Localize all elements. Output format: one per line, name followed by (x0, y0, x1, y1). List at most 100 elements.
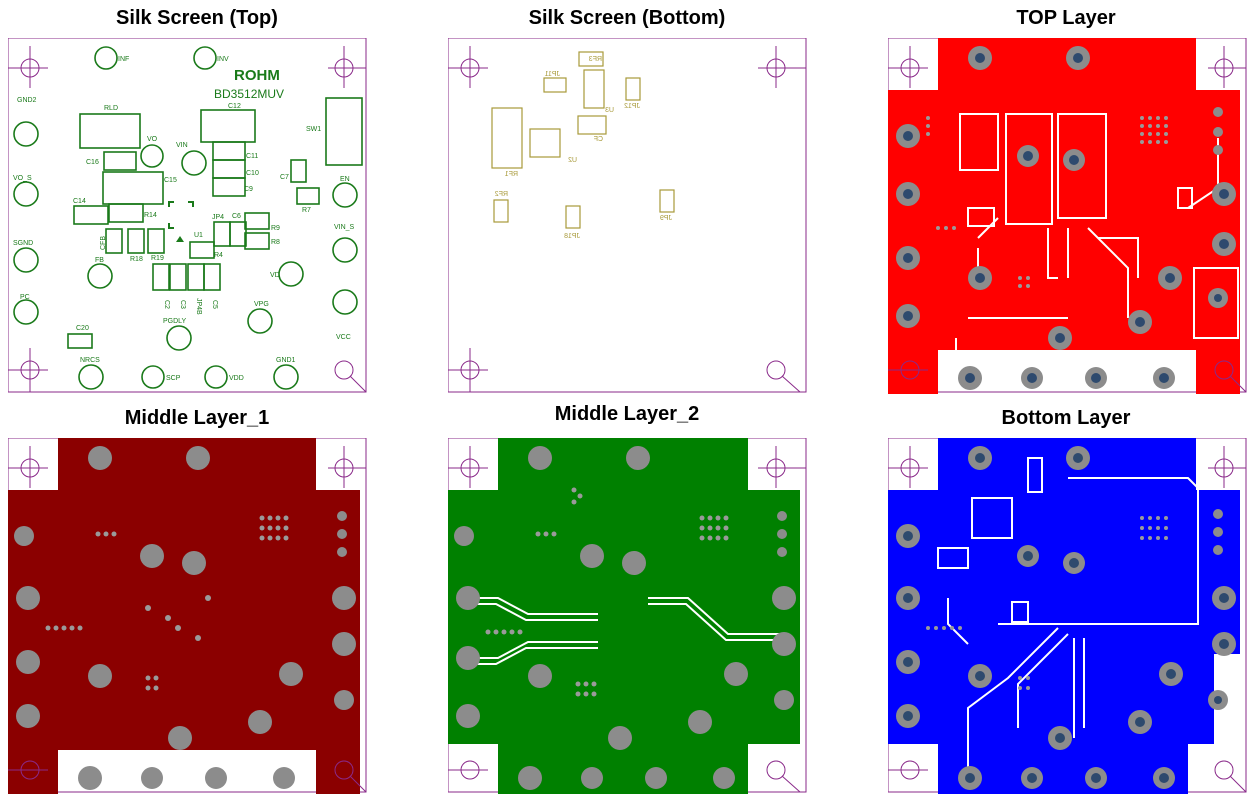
copper-pour (888, 438, 1240, 794)
label-r8: R8 (271, 239, 280, 246)
label-sgnd: SGND (13, 240, 33, 247)
label-c14: C14 (73, 198, 86, 205)
mid1-vias (45, 515, 289, 691)
label-c20: C20 (76, 325, 89, 332)
label-pgdly: PGDLY (163, 318, 187, 325)
top-layer-panel (888, 38, 1248, 394)
bottom-drills (903, 453, 1229, 783)
label-en: EN (340, 176, 350, 183)
label-c3: C3 (179, 300, 186, 309)
title-bottom-layer: Bottom Layer (1001, 407, 1131, 429)
label-gnd1: GND1 (276, 357, 296, 364)
label-r19: R19 (151, 255, 164, 262)
label-inv: INV (217, 56, 229, 63)
mid2-traces (468, 597, 788, 665)
rohm-logo: ROHM (234, 67, 280, 84)
bottom-layer-board (888, 438, 1247, 794)
silk-bottom-panel: RF3 JP11 U3 JP12 CF RF1 U2 RF2 JP18 JP9 (448, 38, 808, 394)
label-vin: VIN (176, 142, 188, 149)
label-sw1: SW1 (306, 126, 321, 133)
label-rf3: RF3 (589, 56, 602, 63)
label-c2: C2 (163, 300, 170, 309)
label-jp18: JP18 (564, 233, 580, 240)
top-layer-board (888, 38, 1247, 394)
label-vin-s: VIN_S (334, 224, 355, 231)
label-c11: C11 (246, 153, 258, 160)
label-gnd2: GND2 (17, 97, 37, 104)
corner-fiducials (8, 446, 367, 793)
label-c5: C5 (211, 300, 218, 309)
silk-bottom-board: RF3 JP11 U3 JP12 CF RF1 U2 RF2 JP18 JP9 (448, 38, 807, 393)
mid2-vias (485, 487, 729, 697)
board-outline (8, 38, 367, 393)
corner-fiducials (888, 446, 1247, 793)
label-rf2: RF2 (495, 191, 508, 198)
mid2-board (448, 438, 807, 794)
board-outline (448, 38, 807, 393)
mid1-panel (8, 438, 368, 794)
silk-bottom-labels: RF3 JP11 U3 JP12 CF RF1 U2 RF2 JP18 JP9 (495, 56, 672, 240)
label-c9: C9 (244, 186, 253, 193)
label-u2: U2 (568, 157, 577, 164)
label-jp9: JP9 (660, 215, 672, 222)
top-traces (955, 113, 1239, 358)
bottom-vias (926, 516, 1168, 690)
title-silk-bottom: Silk Screen (Bottom) (528, 7, 726, 29)
silk-top-board: ROHM BD3512MUV INF INV GND2 RLD C12 SW1 … (8, 38, 367, 393)
title-mid1: Middle Layer_1 (124, 407, 270, 429)
silk-top-labels: INF INV GND2 RLD C12 SW1 VO VIN C16 C11 … (13, 56, 355, 382)
label-r4: R4 (214, 252, 223, 259)
label-r14: R14 (144, 212, 157, 219)
mid2-panel (448, 438, 808, 794)
u1-corners (168, 201, 194, 242)
title-mid2: Middle Layer_2 (554, 403, 700, 425)
label-jp12: JP12 (624, 103, 640, 110)
label-cfb: CFB (100, 236, 107, 250)
label-cf: CF (594, 136, 603, 143)
bottom-traces (937, 457, 1199, 768)
label-vdd: VDD (229, 375, 244, 382)
label-vcc: VCC (336, 334, 351, 341)
label-c7: C7 (280, 174, 289, 181)
label-vo-s: VO_S (13, 175, 32, 182)
silk-top-pads (13, 46, 363, 390)
label-u3: U3 (605, 107, 614, 114)
label-jp4: JP4 (212, 214, 224, 221)
label-r9: R9 (271, 225, 280, 232)
top-vias (926, 116, 1168, 288)
corner-fiducials (448, 46, 806, 393)
silk-top-rotated-labels: CFB C2 C3 JP4B C5 (100, 236, 218, 315)
label-fb: FB (95, 257, 104, 264)
label-u1: U1 (194, 232, 203, 239)
silk-top-panel: ROHM BD3512MUV INF INV GND2 RLD C12 SW1 … (8, 38, 368, 394)
label-rld: RLD (104, 105, 118, 112)
label-vd: VD (270, 272, 280, 279)
corner-fiducials (8, 46, 367, 393)
silk-bottom-outlines (491, 51, 675, 229)
mid2-pads (454, 446, 796, 790)
label-vo: VO (147, 136, 158, 143)
label-jp4b: JP4B (195, 298, 202, 315)
copper-pour (888, 38, 1240, 394)
label-c15: C15 (164, 177, 177, 184)
corner-fiducials (448, 446, 806, 793)
label-pc: PC (20, 294, 30, 301)
label-r7: R7 (302, 207, 311, 214)
corner-fiducials (888, 46, 1247, 393)
mid1-pads (14, 446, 356, 790)
label-c12: C12 (228, 103, 241, 110)
label-r18: R18 (130, 256, 143, 263)
mid1-board (8, 438, 367, 794)
label-scp: SCP (166, 375, 181, 382)
label-c6: C6 (232, 213, 241, 220)
label-c10: C10 (246, 170, 259, 177)
top-pads (896, 46, 1236, 390)
label-inf: INF (118, 56, 129, 63)
label-c16: C16 (86, 159, 99, 166)
part-number: BD3512MUV (214, 87, 284, 101)
bottom-layer-panel (888, 438, 1248, 794)
label-nrcs: NRCS (80, 357, 100, 364)
label-vpg: VPG (254, 301, 269, 308)
top-drills (903, 53, 1229, 383)
label-jp11: JP11 (544, 71, 560, 78)
